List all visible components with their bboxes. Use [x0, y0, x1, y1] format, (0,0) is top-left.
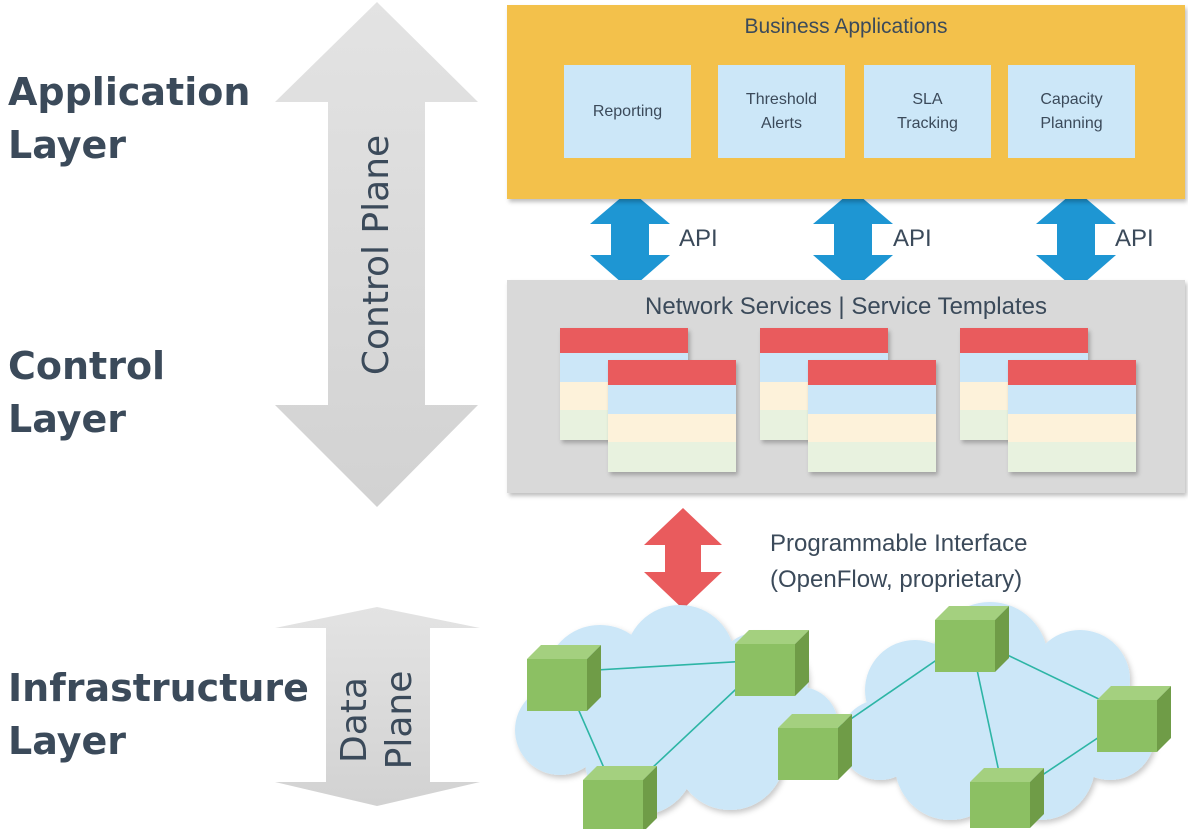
- infrastructure-layer-label: Infrastructure Layer: [8, 666, 309, 764]
- service-template: [808, 360, 936, 472]
- api-arrow-3: [1036, 190, 1116, 290]
- data-plane-label: Data Plane: [334, 670, 420, 770]
- api-label-3: API: [1115, 225, 1154, 252]
- control-plane-arrow: [275, 2, 478, 507]
- network-services-title: Network Services | Service Templates: [645, 293, 1047, 320]
- api-arrow-2: [813, 190, 893, 290]
- app-threshold-alerts: Threshold Alerts: [718, 65, 845, 158]
- service-template: [1008, 360, 1136, 472]
- api-arrow-1: [590, 190, 670, 290]
- switch-cube: [527, 645, 601, 711]
- app-capacity-planning: Capacity Planning: [1008, 65, 1135, 158]
- api-label-1: API: [679, 225, 718, 252]
- switch-cube: [778, 714, 852, 780]
- service-template: [608, 360, 736, 472]
- api-label-2: API: [893, 225, 932, 252]
- app-reporting: Reporting: [564, 65, 691, 158]
- switch-cube: [1097, 686, 1171, 752]
- business-applications-title: Business Applications: [744, 15, 948, 38]
- interface-arrow: [644, 508, 722, 609]
- switch-cube: [583, 766, 657, 829]
- api-arrows: [590, 190, 1116, 290]
- switch-cube: [735, 630, 809, 696]
- network-services-panel: Network Services | Service Templates: [507, 280, 1185, 493]
- app-sla-tracking: SLA Tracking: [864, 65, 991, 158]
- switches: [527, 606, 1171, 829]
- control-plane-label: Control Plane: [356, 134, 397, 376]
- switch-cube: [970, 768, 1044, 828]
- programmable-interface-sublabel: (OpenFlow, proprietary): [770, 566, 1023, 593]
- data-plane-arrow: [275, 607, 480, 806]
- control-layer-label: Control Layer: [8, 344, 166, 442]
- application-layer-label: Application Layer: [8, 70, 251, 168]
- business-applications-panel: Business Applications Reporting Threshol…: [507, 5, 1185, 199]
- programmable-interface-label: Programmable Interface: [770, 530, 1028, 557]
- switch-cube: [935, 606, 1009, 672]
